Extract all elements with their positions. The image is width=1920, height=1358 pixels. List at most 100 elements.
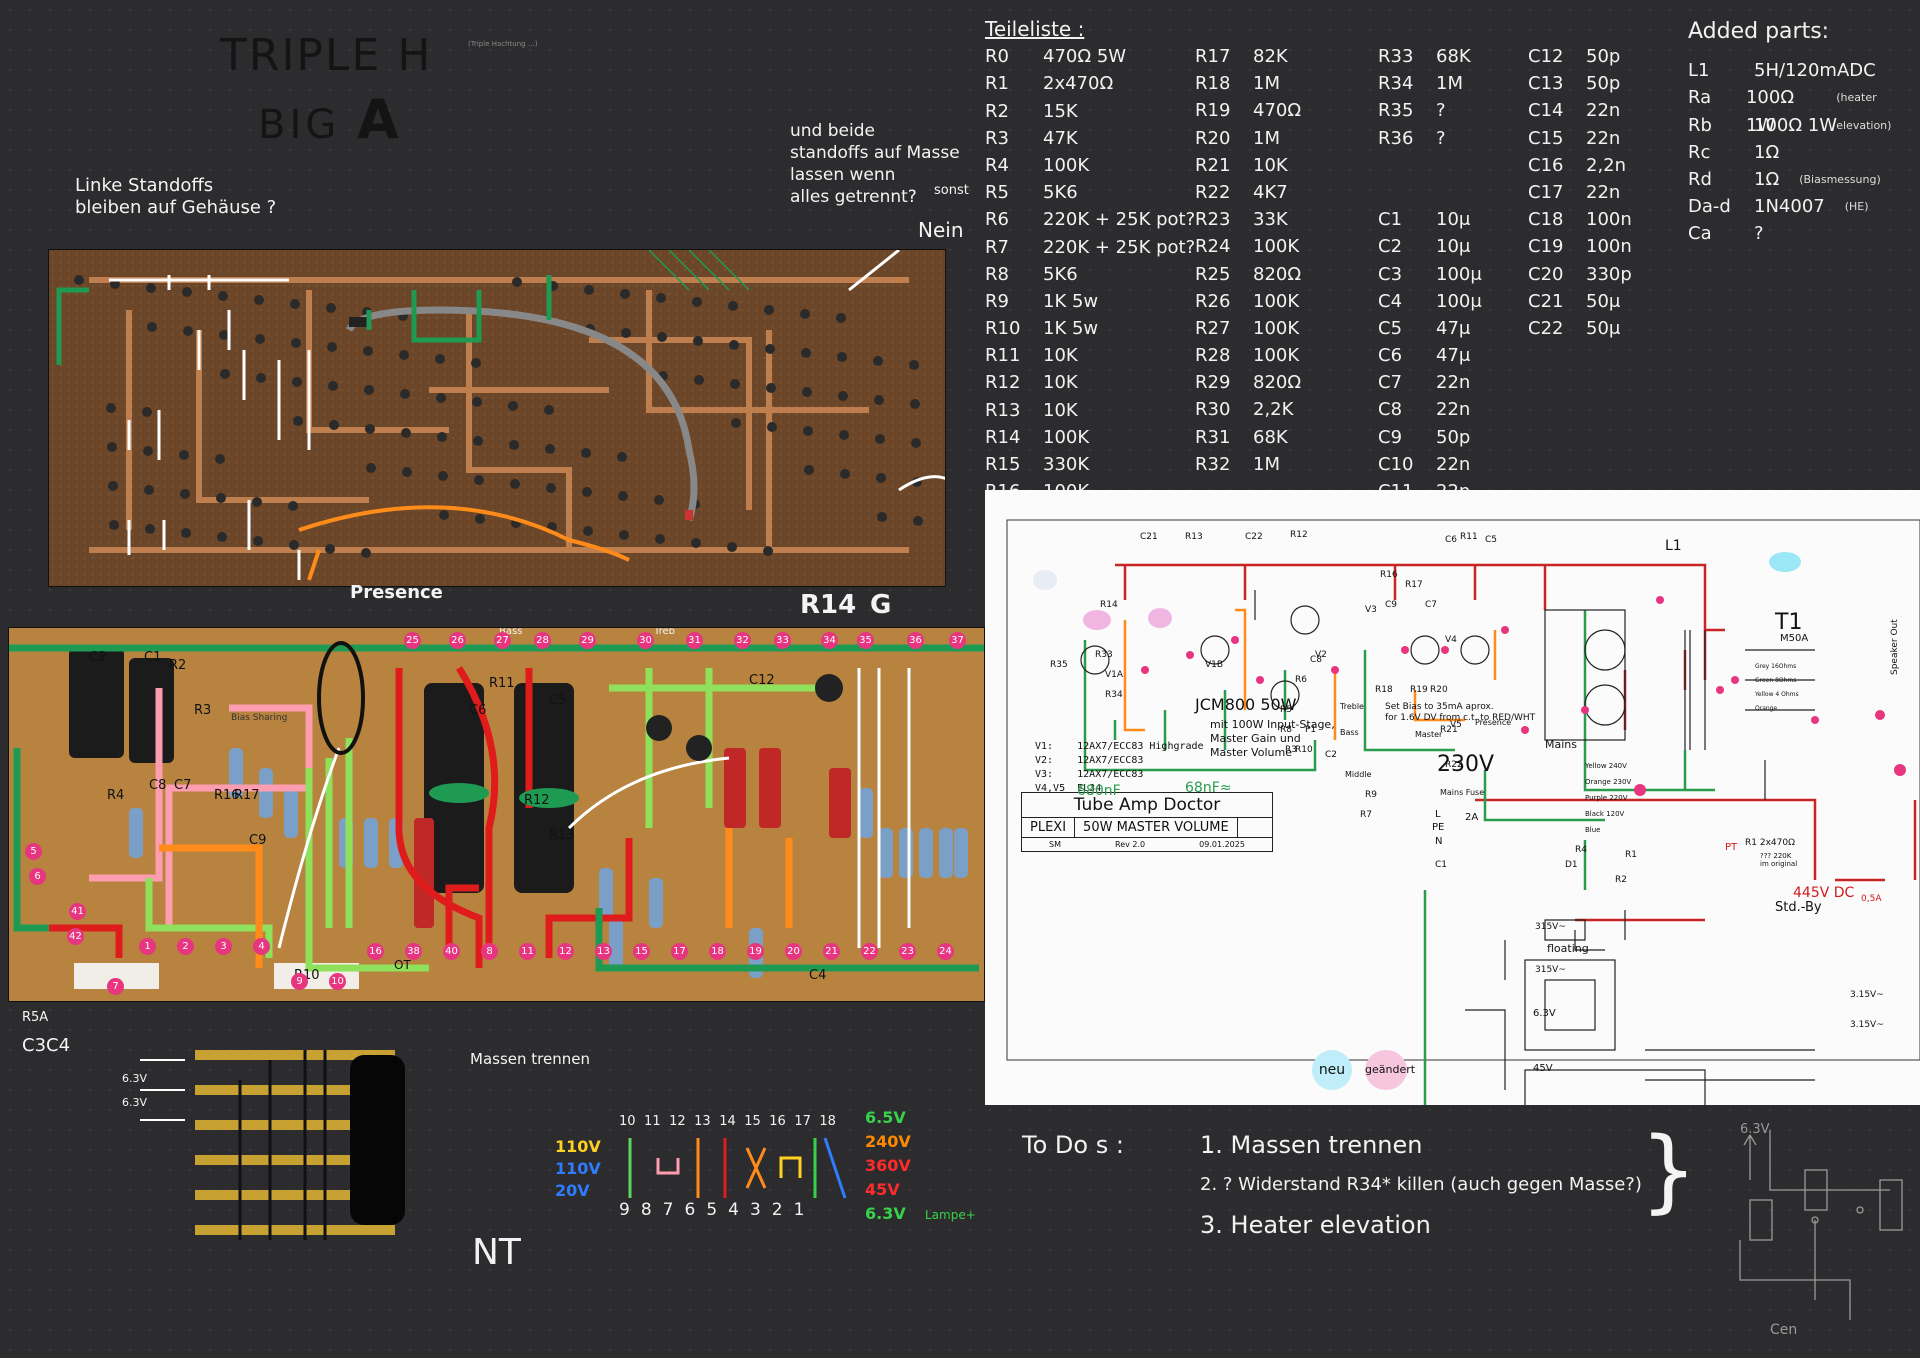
resistor — [364, 818, 378, 868]
title-block-b: 50W MASTER VOLUME — [1075, 818, 1238, 837]
part-ref: R26 — [1195, 290, 1231, 312]
solder-joint — [544, 405, 554, 415]
pin-bottom: 15 — [633, 943, 650, 960]
schem-label: Middle — [1345, 770, 1372, 779]
schem-230v: 230V — [1437, 752, 1495, 777]
part-ref: C9 — [1378, 426, 1403, 448]
part-value: 220K + 25K pot? — [1043, 209, 1196, 231]
part-ref: R0 — [985, 46, 1009, 68]
speaker-tap-label: Grey 16Ohms — [1755, 663, 1797, 670]
solder-joint — [325, 544, 335, 554]
pcb-label-treb: Treb — [654, 627, 676, 637]
pin-top: 31 — [686, 632, 703, 649]
solder-joint — [219, 330, 229, 340]
schem-label: Presence — [1475, 718, 1512, 727]
schem-label: D1 — [1565, 860, 1578, 870]
added-value: ? — [1754, 223, 1764, 245]
part-ref: R7 — [985, 236, 1009, 258]
part-value: 47μ — [1436, 317, 1471, 339]
pcb-label: C8 — [149, 778, 167, 793]
solder-joint — [183, 326, 193, 336]
solder-joint — [255, 334, 265, 344]
part-value: 22n — [1586, 181, 1621, 203]
solder-joint — [142, 407, 152, 417]
part-ref: R22 — [1195, 181, 1231, 203]
part-value: 100n — [1586, 209, 1632, 231]
pin-bottom: 23 — [899, 943, 916, 960]
parts-row — [1378, 179, 1482, 206]
solder-joint — [329, 420, 339, 430]
solder-joint — [107, 442, 117, 452]
mains-wire-label: Purple 220V — [1585, 794, 1628, 802]
nt-pin-top: 18 — [819, 1114, 836, 1129]
pcb-solder-side-photo — [48, 249, 946, 587]
solder-joint — [694, 375, 704, 385]
schem-label: C22 — [1245, 532, 1263, 542]
label-nt: NT — [472, 1232, 521, 1273]
schem-model-sub: mit 100W Input-Stage, Master Gain und Ma… — [1210, 718, 1335, 759]
part-ref: C18 — [1528, 209, 1564, 231]
subtitle-big: BIG — [258, 102, 341, 148]
added-ref: Ca — [1688, 223, 1712, 245]
part-value: 10μ — [1436, 236, 1471, 258]
solder-joint — [508, 401, 518, 411]
resistor — [649, 878, 663, 928]
part-ref: C17 — [1528, 181, 1564, 203]
schem-pt: PT — [1725, 842, 1738, 853]
brace: } — [1640, 1118, 1698, 1223]
heater-label-1: 6.3V — [122, 1072, 148, 1085]
solder-joint — [692, 297, 702, 307]
pcb-label: C7 — [174, 778, 192, 793]
solder-joint — [109, 520, 119, 530]
part-value: 330K — [1043, 454, 1090, 476]
solder-joint — [145, 524, 155, 534]
title-block-title: Tube Amp Doctor — [1022, 793, 1272, 818]
solder-joint — [691, 538, 701, 548]
part-ref: C3 — [1378, 263, 1403, 285]
sketch-63v: 6.3V — [1740, 1122, 1770, 1137]
schem-label: R16 — [1380, 570, 1398, 580]
part-ref: R12 — [985, 372, 1021, 394]
part-value: 22n — [1436, 399, 1471, 421]
part-value: 100K — [1253, 345, 1300, 367]
mains-wire-label: Black 120V — [1585, 810, 1625, 818]
part-value: 100K — [1043, 154, 1090, 176]
part-value: 68K — [1436, 46, 1471, 67]
pin-left: 6 — [29, 868, 46, 885]
schem-tubes: V1: 12AX7/ECC83 Highgrade V2: 12AX7/ECC8… — [1035, 741, 1204, 794]
schem-pe: PE — [1432, 822, 1445, 833]
solder-joint — [179, 450, 189, 460]
pin-bottom: 38 — [405, 943, 422, 960]
part-value: 22n — [1436, 372, 1471, 394]
part-ref: R6 — [985, 209, 1009, 231]
todo-item-1: 1. Massen trennen — [1200, 1131, 1423, 1159]
part-value: 50μ — [1586, 290, 1621, 312]
pcb-label: R11 — [489, 676, 515, 691]
title-block-a: PLEXI — [1022, 818, 1076, 837]
part-ref: R4 — [985, 154, 1009, 176]
schem-label: R13 — [1185, 532, 1203, 542]
solder-joint — [439, 510, 449, 520]
parts-row: R35? — [1378, 97, 1482, 124]
added-ref: Da-d — [1688, 196, 1731, 218]
solder-joint — [472, 397, 482, 407]
solder-joint — [474, 475, 484, 485]
added-value: 1Ω — [1754, 168, 1780, 190]
nt-pin-bottom: 6 — [684, 1200, 696, 1220]
solder-joint — [582, 487, 592, 497]
schem-label: R1 — [1625, 850, 1637, 860]
part-value: 5K6 — [1043, 263, 1078, 285]
part-value: 68K — [1253, 426, 1288, 448]
part-ref: R15 — [985, 454, 1021, 476]
solder-joint — [437, 432, 447, 442]
